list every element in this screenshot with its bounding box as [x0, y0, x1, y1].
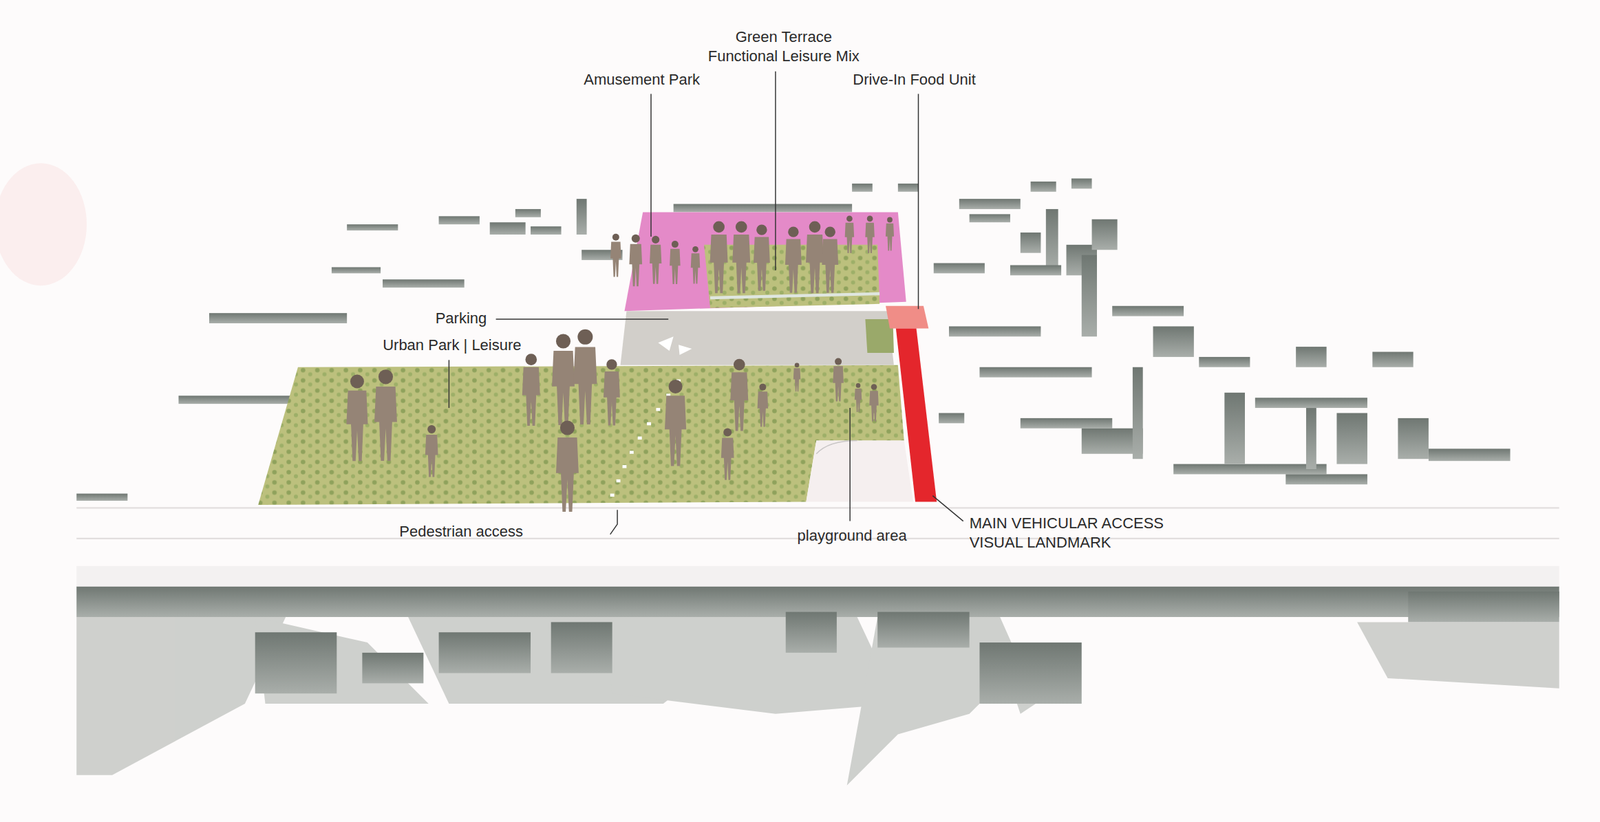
callout-label: MAIN VEHICULAR ACCESS VISUAL LANDMARK [969, 514, 1190, 552]
callout-label: playground area [797, 526, 908, 546]
food-unit [885, 306, 929, 329]
callout-label: Green Terrace Functional Leisure Mix [704, 27, 864, 66]
callout-label: Parking [435, 308, 488, 329]
leader-lines [448, 71, 963, 535]
callout-label: Pedestrian access [399, 522, 524, 542]
callout-label: Urban Park | Leisure [382, 335, 521, 356]
people [346, 216, 894, 512]
callout-label: Drive-In Food Unit [852, 70, 976, 90]
amusement-area [624, 211, 906, 312]
callout-label: Amusement Park [583, 70, 700, 90]
